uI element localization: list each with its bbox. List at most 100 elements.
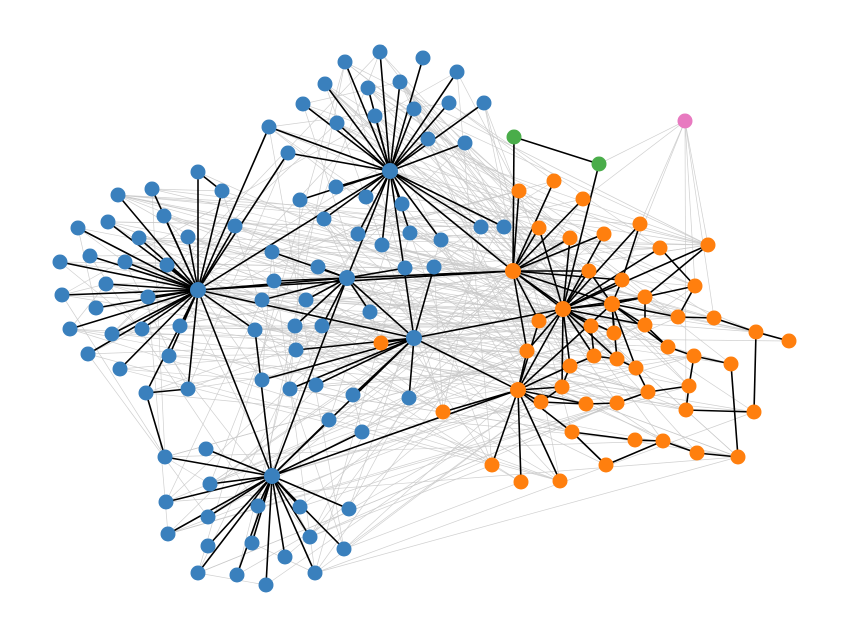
weak-edge xyxy=(124,261,189,390)
orange-node xyxy=(632,216,648,232)
orange-node xyxy=(655,433,671,449)
orange-node xyxy=(484,457,500,473)
weak-edge xyxy=(367,87,709,246)
strong-edge xyxy=(562,308,618,360)
strong-edge xyxy=(540,401,587,405)
weak-edge xyxy=(165,456,739,503)
weak-edge xyxy=(69,283,107,330)
weak-edge xyxy=(314,411,755,574)
orange-node xyxy=(531,220,547,236)
blue-node xyxy=(317,76,333,92)
strong-edge xyxy=(165,475,273,503)
weak-edge xyxy=(271,367,637,477)
strong-edge xyxy=(287,152,391,172)
blue-node xyxy=(402,225,418,241)
strong-edge xyxy=(271,475,286,558)
weak-edge xyxy=(321,325,587,405)
weak-edge xyxy=(151,188,223,192)
weak-edge xyxy=(165,311,371,503)
weak-edge xyxy=(261,251,273,381)
weak-edge xyxy=(107,221,505,228)
blue-node xyxy=(70,220,86,236)
strong-edge xyxy=(659,247,696,287)
blue-node xyxy=(328,179,344,195)
blue-node xyxy=(426,259,442,275)
strong-edge xyxy=(187,236,199,291)
strong-edge xyxy=(145,392,166,458)
weak-edge xyxy=(141,328,561,482)
strong-edge xyxy=(753,331,757,413)
blue-node xyxy=(360,80,376,96)
orange-node xyxy=(628,360,644,376)
strong-edge xyxy=(295,337,415,351)
weak-edge xyxy=(164,440,664,458)
strong-edge xyxy=(321,277,348,327)
strong-edge xyxy=(512,270,564,310)
strong-edge xyxy=(294,277,348,327)
strong-edge xyxy=(89,255,199,291)
strong-edge xyxy=(562,303,613,310)
strong-edge xyxy=(145,289,199,394)
weak-edge xyxy=(464,142,623,281)
blue-node xyxy=(98,276,114,292)
blue-node xyxy=(420,131,436,147)
orange-node xyxy=(531,313,547,329)
blue-node xyxy=(157,449,173,465)
weak-edge xyxy=(294,325,561,482)
weak-edge xyxy=(483,102,573,433)
strong-edge xyxy=(389,57,424,172)
blue-node xyxy=(354,424,370,440)
strong-edge xyxy=(562,308,571,367)
weak-edge xyxy=(187,152,289,390)
orange-node xyxy=(660,339,676,355)
weak-edge xyxy=(294,325,637,369)
weak-edge xyxy=(379,51,690,387)
blue-node xyxy=(337,54,353,70)
orange-node xyxy=(640,384,656,400)
weak-edge xyxy=(294,325,542,403)
weak-edge xyxy=(404,247,661,269)
weak-edge xyxy=(209,51,381,485)
orange-node xyxy=(781,333,797,349)
strong-edge xyxy=(59,261,199,291)
orange-node xyxy=(546,173,562,189)
strong-edge xyxy=(379,51,391,172)
strong-edge xyxy=(271,475,311,538)
strong-edge xyxy=(512,270,540,322)
blue-node xyxy=(266,273,282,289)
strong-edge xyxy=(517,389,561,482)
strong-edge xyxy=(389,71,458,172)
strong-edge xyxy=(197,190,223,291)
blue-node xyxy=(362,304,378,320)
weak-edge xyxy=(299,402,618,508)
strong-edge xyxy=(271,475,350,510)
orange-node xyxy=(505,263,521,279)
blue-node xyxy=(372,44,388,60)
strong-edge xyxy=(562,247,661,310)
blue-node xyxy=(288,342,304,358)
blue-node xyxy=(321,412,337,428)
orange-node xyxy=(435,404,451,420)
strong-edge xyxy=(512,270,613,305)
weak-edge xyxy=(197,289,317,386)
blue-node xyxy=(282,381,298,397)
weak-edge xyxy=(119,368,263,381)
strong-edge xyxy=(209,475,273,485)
strong-edge xyxy=(299,170,391,201)
weak-edge xyxy=(87,353,209,518)
blue-node xyxy=(341,501,357,517)
weak-edge xyxy=(321,180,555,327)
weak-edge xyxy=(268,126,757,333)
blue-node xyxy=(382,163,398,179)
orange-node xyxy=(723,356,739,372)
weak-edge xyxy=(289,325,296,390)
strong-edge xyxy=(389,102,450,172)
orange-node xyxy=(746,404,762,420)
weak-edge xyxy=(111,244,709,335)
orange-node xyxy=(604,296,620,312)
strong-edge xyxy=(517,389,522,483)
orange-node xyxy=(637,289,653,305)
blue-node xyxy=(54,287,70,303)
weak-edge xyxy=(271,251,316,574)
weak-edge xyxy=(324,83,571,367)
